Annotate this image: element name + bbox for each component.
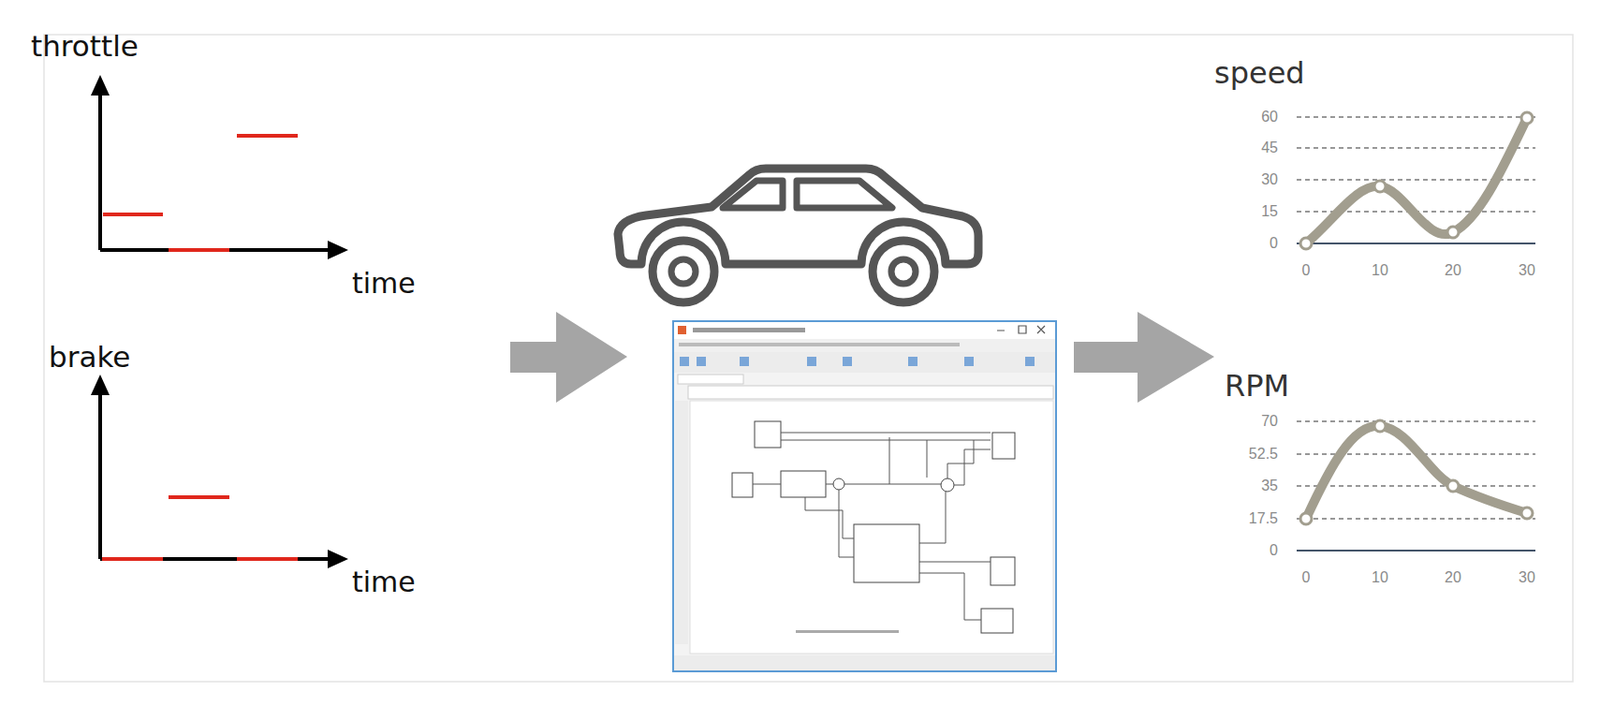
model-screenshot xyxy=(673,321,1057,672)
tick-label: 17.5 xyxy=(1248,511,1278,527)
tick-label: 70 xyxy=(1261,413,1278,429)
block-arrow xyxy=(1073,311,1215,403)
speed-chart xyxy=(1296,112,1536,250)
tick-label: 0 xyxy=(1269,235,1278,251)
tick-label: 20 xyxy=(1444,263,1462,279)
tick-label: 0 xyxy=(1269,543,1278,558)
brake-plot xyxy=(90,374,349,569)
rpm-chart xyxy=(1296,420,1536,551)
car-icon xyxy=(617,168,979,303)
tick-label: 0 xyxy=(1302,263,1311,279)
tick-label: 30 xyxy=(1518,263,1536,279)
tick-label: 52.5 xyxy=(1248,446,1278,462)
tick-label: 20 xyxy=(1444,570,1462,586)
axis-title: brake xyxy=(48,342,131,372)
tick-label: 60 xyxy=(1261,109,1278,125)
chart-title: RPM xyxy=(1224,370,1290,401)
tick-label: 45 xyxy=(1261,140,1278,156)
tick-label: 10 xyxy=(1371,570,1389,586)
tick-label: 30 xyxy=(1518,570,1536,586)
tick-label: 0 xyxy=(1302,570,1311,586)
axis-title: throttle xyxy=(30,31,139,61)
block-arrow xyxy=(510,311,628,403)
axis-title: time xyxy=(352,269,416,298)
tick-label: 35 xyxy=(1261,478,1278,494)
tick-label: 30 xyxy=(1261,172,1278,188)
tick-label: 15 xyxy=(1261,204,1278,220)
chart-title: speed xyxy=(1214,58,1306,89)
axis-title: time xyxy=(352,568,416,597)
panel-frame xyxy=(44,34,1573,682)
throttle-plot xyxy=(90,74,349,260)
tick-label: 10 xyxy=(1371,263,1389,279)
